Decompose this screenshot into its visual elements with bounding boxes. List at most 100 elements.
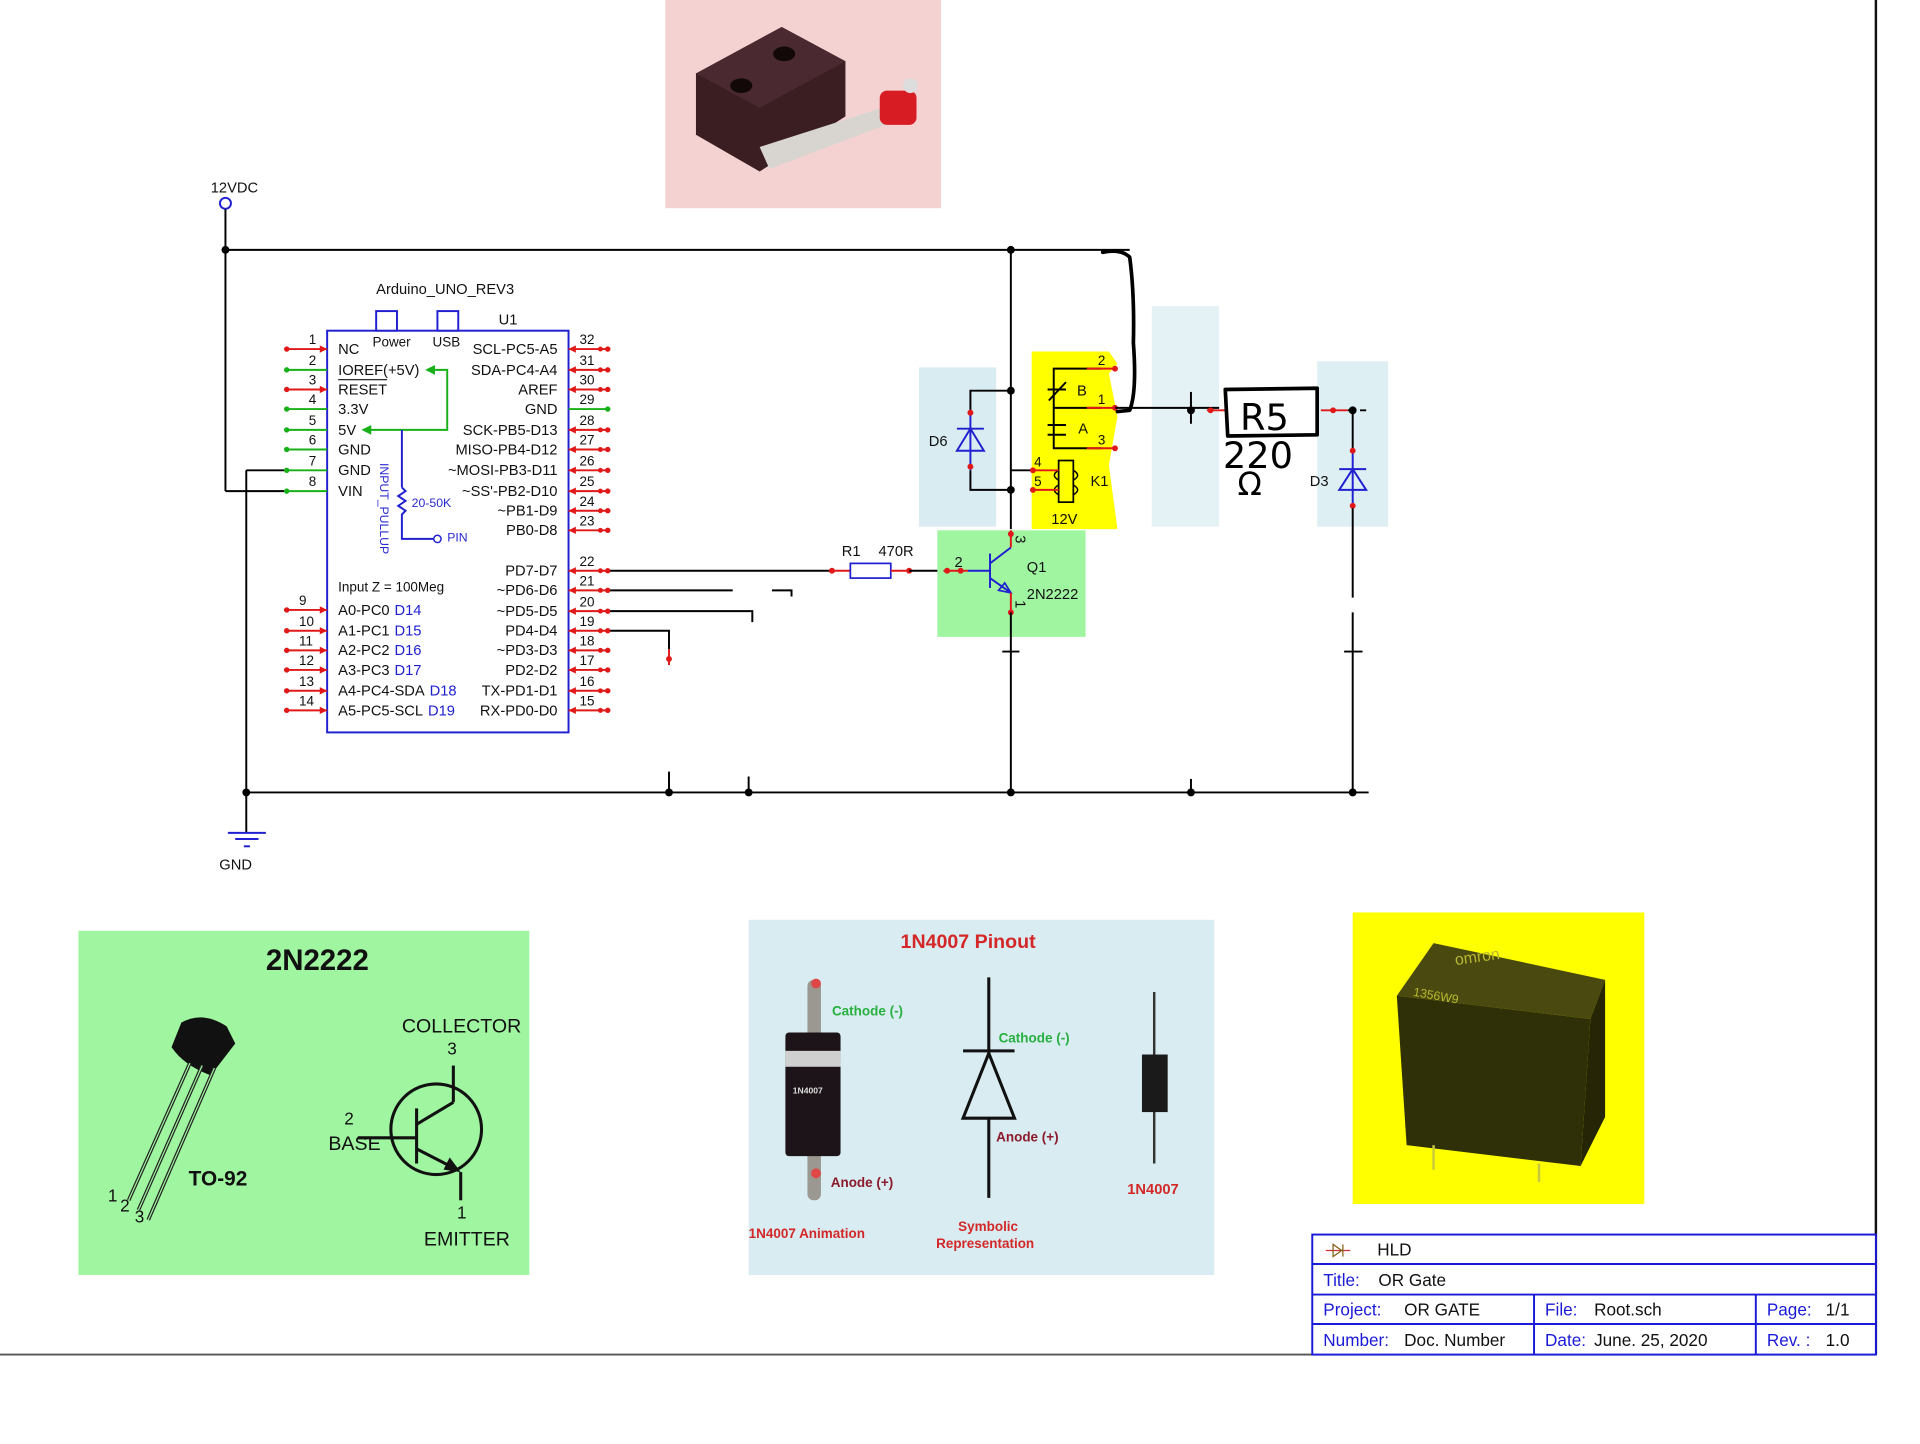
pin-number: 3 <box>309 373 317 388</box>
supply-label: 12VDC <box>211 180 259 196</box>
q1-ref: Q1 <box>1027 560 1047 576</box>
arduino-left-pin[interactable]: 55V <box>284 413 356 439</box>
relay-brand-text: omron <box>1454 946 1501 969</box>
pin-number: 13 <box>299 674 314 689</box>
pin-name: PD2-D2 <box>505 663 557 679</box>
pin-name: GND <box>338 463 371 479</box>
pin-name: PB0-D8 <box>506 523 557 539</box>
pin-number: 29 <box>580 392 595 407</box>
panel-transistor-title: 2N2222 <box>266 944 369 977</box>
pin-number: 2 <box>309 353 317 368</box>
pin-number: 25 <box>580 474 595 489</box>
pin-number: 21 <box>580 573 595 588</box>
relay-contact-b: B <box>1077 384 1087 400</box>
relay-k1[interactable]: B A 2 1 3 4 5 K1 12V <box>1010 351 1118 530</box>
pin-name: PD7-D7 <box>505 564 557 580</box>
tb-rev-label: Rev. : <box>1767 1330 1811 1350</box>
pin-number: 1 <box>309 332 317 347</box>
tb-page-label: Page: <box>1767 1299 1812 1319</box>
pin-number: 20 <box>580 594 595 609</box>
arduino-right-pin[interactable]: 21 ~PD6-D6 <box>497 573 611 599</box>
pin-name: ~PD6-D6 <box>497 583 558 599</box>
pin-name: RX-PD0-D0 <box>480 703 558 719</box>
pin-name: ~PD5-D5 <box>497 604 558 620</box>
tb-number-value: Doc. Number <box>1404 1330 1505 1350</box>
d3-ref: D3 <box>1310 474 1329 490</box>
resistor-r5-handwritten[interactable]: R5 220 Ω <box>1206 386 1348 503</box>
pin-name: ~PB1-D9 <box>497 504 557 520</box>
tb-date-label: Date: <box>1545 1330 1586 1350</box>
arduino-uno-u1[interactable]: Arduino_UNO_REV3 U1 Power USB 1NC2IOREF(… <box>284 282 611 734</box>
pin-name: SCL-PC5-A5 <box>473 342 558 358</box>
arduino-left-pin[interactable]: 1NC <box>284 332 360 358</box>
relay-pin-1: 1 <box>1098 392 1106 407</box>
pin-number: 12 <box>299 653 314 668</box>
pin-name: GND <box>525 402 558 418</box>
diode-body-text: 1N4007 <box>793 1086 823 1096</box>
animation-anode-label: Anode (+) <box>831 1175 893 1190</box>
pin-name: NC <box>338 342 360 358</box>
pin-name: RESET <box>338 382 387 398</box>
animation-cathode-label: Cathode (-) <box>832 1003 903 1018</box>
lead-1: 1 <box>108 1185 118 1205</box>
relay-pin-5: 5 <box>1034 474 1042 489</box>
pin-name: IOREF(+5V) <box>338 363 419 379</box>
arduino-right-pin[interactable]: 24~PB1-D9 <box>497 494 611 520</box>
pin-name: ~PD3-D3 <box>497 643 558 659</box>
diode-d6[interactable]: D6 <box>929 249 1015 530</box>
lead-2: 2 <box>120 1195 130 1215</box>
symbol-anode-label: Anode (+) <box>996 1129 1058 1144</box>
pin-name: AREF <box>518 382 557 398</box>
pin-name: VIN <box>338 484 362 500</box>
pin-number: 19 <box>580 614 595 629</box>
caption-animation: 1N4007 Animation <box>749 1226 865 1241</box>
transistor-reference-panel: 2N2222 1 2 3 TO-92 COLLECTOR 3 2 BASE 1 … <box>78 930 530 1275</box>
tb-file-value: Root.sch <box>1594 1299 1662 1319</box>
emitter-num: 1 <box>457 1203 467 1223</box>
arduino-right-pin[interactable]: 18~PD3-D3 <box>497 633 611 659</box>
title-block: HLD Title: OR Gate Project: OR GATE File… <box>1311 1233 1877 1356</box>
pin-name: TX-PD1-D1 <box>482 684 558 700</box>
pin-number: 4 <box>309 392 317 407</box>
relay-photo-panel: omron 1356W9 <box>1352 912 1645 1204</box>
arduino-right-pin[interactable]: 20 ~PD5-D5 <box>497 594 611 620</box>
limit-switch-photo <box>665 0 942 209</box>
input-impedance-label: Input Z = 100Meg <box>338 580 444 595</box>
tb-date-value: June. 25, 2020 <box>1594 1330 1707 1350</box>
base-num: 2 <box>344 1108 354 1128</box>
arduino-left-pin[interactable]: 43.3V <box>284 392 369 418</box>
arduino-right-pin[interactable]: 26~MOSI-PB3-D11 <box>448 453 611 479</box>
tb-file-label: File: <box>1545 1299 1577 1319</box>
caption-symbol-2: Representation <box>936 1236 1034 1251</box>
pin-number: 26 <box>580 453 595 468</box>
arduino-right-pin[interactable]: 25~SS'-PB2-D10 <box>462 474 611 500</box>
pin-number: 15 <box>580 693 595 708</box>
arduino-ref: U1 <box>499 313 518 329</box>
symbol-cathode-label: Cathode (-) <box>999 1030 1070 1045</box>
diode-d3[interactable]: D3 <box>1310 410 1368 793</box>
resistor-r1[interactable]: R1 470R <box>829 544 914 579</box>
